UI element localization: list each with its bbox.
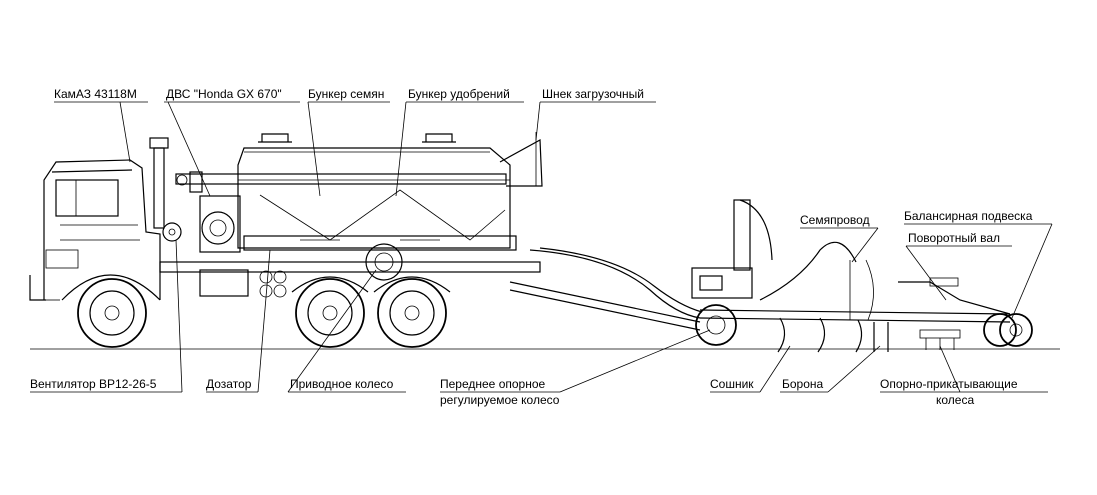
front-support-wheel: [695, 304, 737, 346]
label-kamaz: КамАЗ 43118М: [54, 87, 137, 101]
truck-rear-wheel-2: [377, 278, 447, 348]
truck: [29, 137, 541, 301]
leader-lines: [30, 101, 1053, 393]
drawbar: [509, 281, 701, 331]
seeder-frame: [691, 199, 1011, 323]
rear-balance-wheels: [983, 313, 1033, 347]
label-engine: ДВС "Honda GX 670": [166, 87, 282, 101]
label-front-wheel-line1: Переднее опорное: [440, 377, 546, 391]
label-seed-line: Семяпровод: [800, 213, 870, 227]
label-fertilizer-hopper: Бункер удобрений: [408, 87, 510, 101]
label-front-wheel-line2: регулируемое колесо: [440, 393, 560, 407]
label-packer-line1: Опорно-прикатывающие: [880, 377, 1018, 391]
drive-wheel: [365, 243, 403, 281]
truck-rear-wheel-1: [295, 278, 365, 348]
label-fan: Вентилятор ВР12-26-5: [30, 377, 157, 391]
hoppers: [237, 133, 517, 251]
air-hose: [529, 249, 701, 319]
fan-vr12: [162, 171, 203, 242]
label-coulter: Сошник: [710, 377, 754, 391]
engine-honda: [199, 195, 241, 253]
coulters: [777, 317, 863, 353]
label-dispenser: Дозатор: [206, 377, 252, 391]
label-auger: Шнек загрузочный: [542, 87, 644, 101]
label-rotary-shaft: Поворотный вал: [908, 231, 1000, 245]
label-seed-hopper: Бункер семян: [308, 87, 384, 101]
label-packer-line2: колеса: [936, 393, 974, 407]
harrow: [873, 322, 889, 352]
label-harrow: Борона: [782, 377, 824, 391]
label-drive-wheel: Приводное колесо: [290, 377, 394, 391]
loading-auger: [175, 132, 543, 187]
label-balance-suspension: Балансирная подвеска: [904, 209, 1033, 223]
truck-front-wheel: [77, 278, 147, 348]
packer-wheels: [919, 329, 961, 350]
